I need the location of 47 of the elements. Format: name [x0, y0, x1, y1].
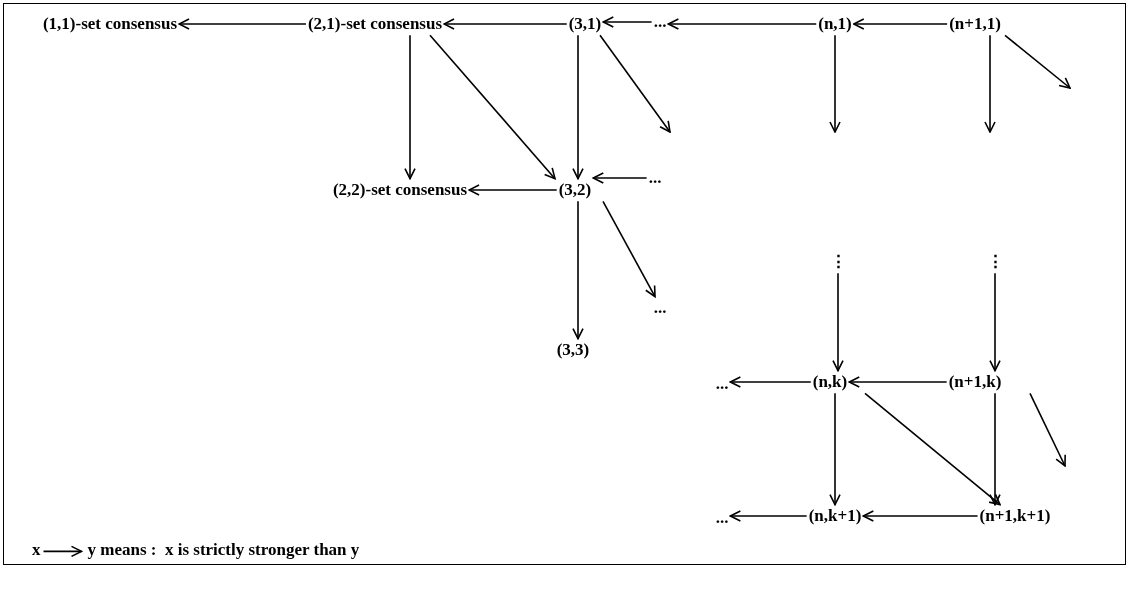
arrow	[729, 510, 808, 522]
legend-text: y means : x is strictly stronger than y	[87, 541, 360, 560]
node-label: (n,k+1)	[806, 505, 864, 527]
arrow	[848, 376, 948, 388]
node-label: (3,2)	[556, 179, 594, 201]
variable-label: x	[32, 541, 41, 560]
arrow	[984, 34, 996, 133]
arrow	[602, 16, 653, 28]
arrow	[602, 200, 656, 298]
arrow	[1004, 34, 1071, 89]
node-label: ⋮	[984, 251, 1006, 273]
arrow	[864, 392, 1001, 506]
arrow	[572, 200, 584, 340]
arrow	[729, 376, 812, 388]
arrow	[429, 34, 556, 180]
node-label: ...	[713, 373, 731, 395]
node-label: (n,k)	[810, 371, 850, 393]
arrow	[829, 392, 841, 506]
arrow	[599, 34, 671, 133]
node-label: ...	[713, 507, 731, 529]
arrow	[832, 272, 844, 372]
node-label: ⋮	[827, 251, 849, 273]
arrow	[667, 18, 818, 30]
node-label: ...	[646, 167, 664, 189]
node-label: (2,2)-set consensus	[330, 179, 470, 201]
arrow	[1029, 392, 1066, 467]
node-label: (3,3)	[554, 339, 592, 361]
node-label: (n+1,1)	[947, 13, 1003, 35]
node-label: (n+1,k+1)	[977, 505, 1053, 527]
node-label: (n,1)	[816, 13, 854, 35]
node-label: ...	[651, 297, 669, 319]
node-label: (3,1)	[566, 13, 604, 35]
node-label: (n+1,k)	[946, 371, 1004, 393]
arrow	[468, 184, 558, 196]
arrow	[404, 34, 416, 180]
arrow	[989, 272, 1001, 372]
arrow	[829, 34, 841, 133]
arrow	[443, 18, 568, 30]
node-label: ...	[651, 11, 669, 33]
arrow	[178, 18, 307, 30]
node-label: (1,1)-set consensus	[40, 13, 180, 35]
arrow	[572, 34, 584, 180]
arrow	[862, 510, 979, 522]
arrow	[852, 18, 948, 30]
arrow	[989, 392, 1001, 506]
arrow	[592, 172, 648, 184]
node-label: (2,1)-set consensus	[305, 13, 445, 35]
